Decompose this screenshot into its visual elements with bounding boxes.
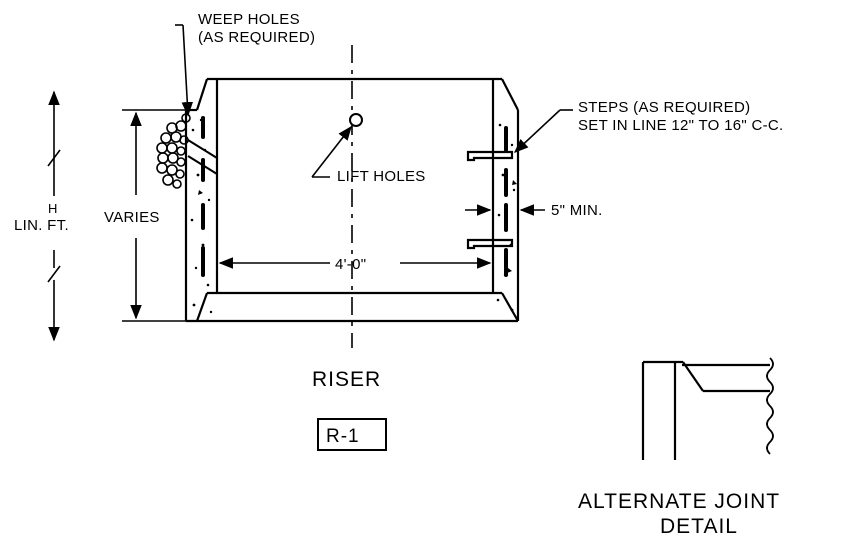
lin-ft-label: LIN. FT.: [14, 217, 69, 234]
riser-title: RISER: [312, 368, 381, 391]
break-line: [766, 357, 774, 455]
weep-holes-note: (AS REQUIRED): [198, 29, 315, 46]
dimensions: [47, 24, 573, 342]
steps: [466, 150, 514, 250]
weep-hole: [187, 139, 218, 175]
weep-holes-label: WEEP HOLES: [198, 11, 300, 28]
concrete-hatch: [190, 118, 517, 314]
joint-detail-subtitle: DETAIL: [660, 515, 738, 538]
width-dimension-label: 4'-0": [335, 256, 366, 273]
h-label: H: [48, 201, 57, 216]
min-thickness-label: 5" MIN.: [551, 202, 603, 219]
gravel-pocket: [156, 113, 191, 189]
steps-label: STEPS (AS REQUIRED): [578, 99, 750, 116]
riser-tag-box: [317, 418, 387, 451]
lift-holes-label: LIFT HOLES: [337, 168, 426, 185]
reinforcement: [201, 116, 508, 277]
varies-label: VARIES: [104, 209, 160, 226]
steps-note: SET IN LINE 12" TO 16" C-C.: [578, 117, 784, 134]
alternate-joint-detail: [641, 360, 770, 460]
joint-detail-title: ALTERNATE JOINT: [578, 490, 780, 513]
riser-tag: R-1: [326, 426, 360, 447]
lift-hole: [349, 113, 363, 127]
